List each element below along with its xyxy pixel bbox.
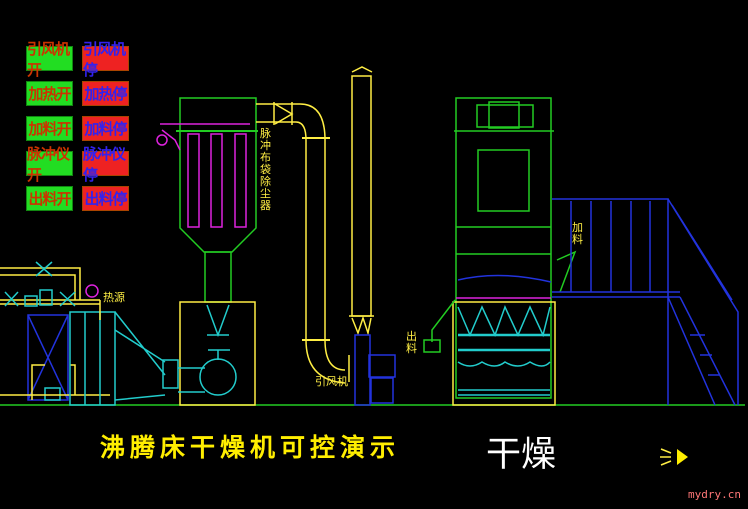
discharge-label: 出料 bbox=[406, 330, 417, 355]
process-state: 干燥 bbox=[486, 435, 557, 475]
feed-platform bbox=[552, 198, 739, 406]
heat-exchanger bbox=[69, 284, 179, 406]
pulse-on-button[interactable]: 脉冲仪开 bbox=[26, 145, 73, 184]
pressure-gauge-icon bbox=[85, 284, 99, 298]
dust-collector-label: 脉冲布袋除尘器 bbox=[260, 127, 271, 212]
pulse-off-button[interactable]: 脉冲仪停 bbox=[82, 145, 129, 184]
feed-on-button[interactable]: 加料开 bbox=[26, 116, 73, 141]
fan-label: 引风机 bbox=[315, 375, 348, 388]
play-icon[interactable] bbox=[660, 444, 690, 470]
fluid-bed-dryer bbox=[423, 97, 577, 406]
heat-off-button[interactable]: 加热停 bbox=[82, 81, 129, 106]
exhaust-stack bbox=[349, 66, 396, 406]
dust-collector bbox=[156, 97, 258, 406]
fan-off-button[interactable]: 引风机停 bbox=[82, 40, 129, 79]
feed-off-button[interactable]: 加料停 bbox=[82, 116, 129, 141]
discharge-on-button[interactable]: 出料开 bbox=[26, 186, 73, 211]
discharge-off-button[interactable]: 出料停 bbox=[82, 186, 129, 211]
page-title: 沸腾床干燥机可控演示 bbox=[100, 433, 401, 462]
heat-on-button[interactable]: 加热开 bbox=[26, 81, 73, 106]
heat-source-piping bbox=[0, 261, 110, 401]
fan-on-button[interactable]: 引风机开 bbox=[26, 40, 73, 79]
air-duct bbox=[256, 102, 350, 384]
feed-label: 加料 bbox=[572, 221, 583, 246]
heat-source-label: 热源 bbox=[103, 291, 125, 304]
watermark: mydry.cn bbox=[688, 488, 741, 501]
